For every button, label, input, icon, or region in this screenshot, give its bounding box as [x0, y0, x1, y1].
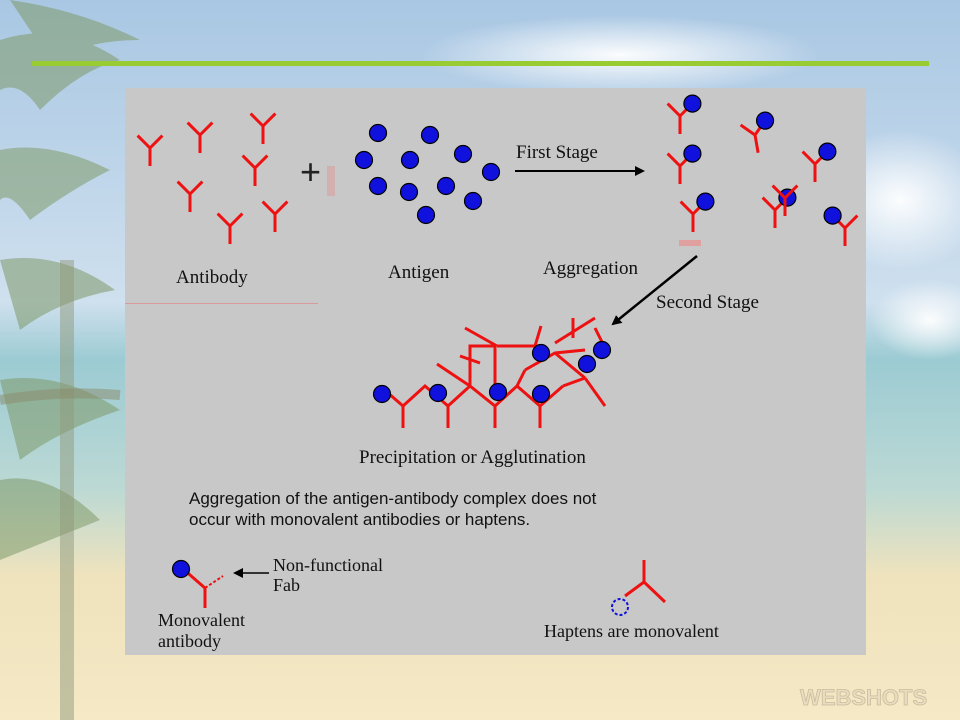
- antibody-stroke: [176, 180, 204, 212]
- monovalent-antibody-figure: [171, 559, 224, 608]
- antibody-y-shape: [771, 184, 799, 216]
- plus-sign: +: [300, 151, 322, 192]
- antibody-y-shape: [186, 121, 214, 153]
- lattice-antibody-chain: [401, 406, 542, 428]
- antigen-dot: [368, 123, 388, 143]
- antigen-dot: [372, 384, 392, 404]
- note-line-2: occur with monovalent antibodies or hapt…: [189, 510, 531, 529]
- antigen-dot: [818, 142, 837, 161]
- monovalent-label-line-1: Monovalent: [158, 610, 245, 630]
- nonfunctional-label-line-1: Non-functional: [273, 555, 383, 575]
- decorative-mark: [679, 240, 701, 246]
- antigen-dot: [453, 144, 473, 164]
- monovalent-label-line-2: antibody: [158, 631, 221, 651]
- antigen-dot: [531, 384, 551, 404]
- antibody-stroke: [136, 134, 164, 166]
- decorative-line: [125, 303, 318, 304]
- antibody-stroke: [261, 200, 289, 232]
- antigen-dot: [531, 343, 551, 363]
- antigen-dot: [416, 205, 436, 225]
- lattice-antibody-chain: [464, 325, 543, 348]
- lattice-antibody-chain: [459, 354, 527, 387]
- svg-text:WEBSHOTS: WEBSHOTS: [800, 685, 927, 710]
- antibody-stroke: [249, 112, 277, 144]
- antigen-dot: [399, 182, 419, 202]
- antibody-stroke: [186, 121, 214, 153]
- aggregation-label: Aggregation: [543, 258, 638, 279]
- antigen-dot: [577, 354, 597, 374]
- antigen-dot: [683, 94, 702, 113]
- antigen-antibody-diagram: [136, 94, 859, 616]
- free-antibodies: [136, 112, 289, 244]
- hapten-dot: [611, 598, 629, 616]
- antigen-dot: [755, 111, 775, 130]
- antigen-dot: [488, 382, 508, 402]
- free-antigens: [354, 123, 501, 225]
- hapten-figure: [611, 560, 667, 616]
- antibody-stroke: [241, 154, 269, 186]
- antigen-dot: [683, 144, 702, 163]
- antibody-y-shape: [176, 180, 204, 212]
- second-stage-label: Second Stage: [656, 292, 759, 313]
- haptens-label: Haptens are monovalent: [544, 621, 719, 641]
- antibody-label: Antibody: [176, 267, 248, 288]
- lattice-antibody-chain: [436, 344, 497, 388]
- antigen-dot: [420, 125, 440, 145]
- antibody-y-shape: [249, 112, 277, 144]
- first-stage-label: First Stage: [516, 142, 598, 163]
- antibody-y-shape: [261, 200, 289, 232]
- accent-divider: [32, 61, 929, 66]
- antigen-dot: [400, 150, 420, 170]
- antigen-dot: [823, 206, 842, 225]
- second-stage-arrow: [611, 255, 698, 326]
- aggregation-complexes: [666, 94, 859, 246]
- lattice-antibody-chain: [524, 348, 586, 380]
- lattice-antibody-chain: [562, 376, 607, 407]
- hapten-antibody-stroke: [624, 560, 667, 604]
- antigen-dot: [354, 150, 374, 170]
- decorative-mark: [327, 166, 335, 196]
- nonfunctional-fab-stroke: [204, 575, 224, 589]
- note-line-1: Aggregation of the antigen-antibody comp…: [189, 489, 597, 508]
- antigen-dot: [436, 176, 456, 196]
- antigen-dot: [171, 559, 191, 579]
- antibody-y-shape: [241, 154, 269, 186]
- antigen-label: Antigen: [388, 262, 450, 283]
- antigen-dot: [463, 191, 483, 211]
- antigen-dot: [368, 176, 388, 196]
- precipitation-lattice: [372, 316, 612, 428]
- antigen-dot: [428, 383, 448, 403]
- nonfunctional-label-line-2: Fab: [273, 575, 300, 595]
- antigen-dot: [696, 192, 715, 211]
- antibody-y-shape: [136, 134, 164, 166]
- antigen-dot: [592, 340, 612, 360]
- antibody-y-shape: [216, 212, 244, 244]
- precipitation-label: Precipitation or Agglutination: [359, 447, 586, 468]
- antibody-stroke: [771, 184, 799, 216]
- diagram-panel: + Antibody Antigen First Stage Aggregati…: [125, 88, 866, 655]
- antigen-dot: [481, 162, 501, 182]
- antibody-stroke: [216, 212, 244, 244]
- watermark: WEBSHOTS: [800, 685, 928, 711]
